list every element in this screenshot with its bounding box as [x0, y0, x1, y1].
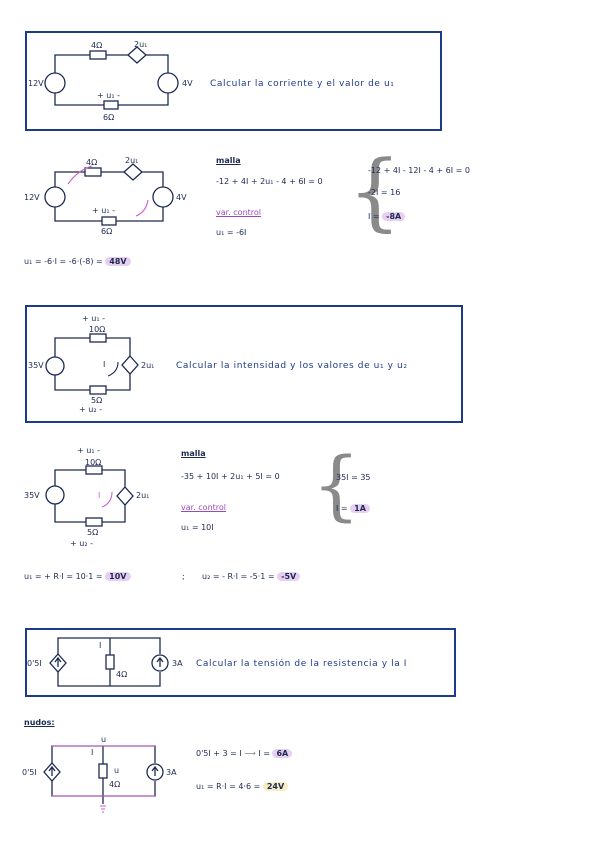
system-eq-2: I = 1A [336, 504, 370, 514]
current-answer: -8A [382, 212, 406, 221]
label-r4: 4Ω [91, 41, 103, 50]
label-dependent-source: 2u₁ [141, 361, 155, 370]
label-dependent-source: 0'5I [22, 768, 37, 777]
current-answer: 6A [272, 749, 293, 758]
malla-title: malla [216, 156, 241, 165]
label-u1: + u₁ - [92, 206, 115, 215]
label-dependent-source: 2u₁ [134, 40, 148, 49]
problem-3-box [25, 628, 456, 697]
label-source-4v: 4V [176, 193, 187, 202]
voltage-equation: u₁ = R·I = 4·6 = 24V [196, 782, 289, 792]
label-r4: 4Ω [116, 670, 128, 679]
malla-equation: -12 + 4I + 2u₁ - 4 + 6I = 0 [216, 177, 323, 186]
system-eq-1: -12 + 4I - 12I - 4 + 6I = 0 [368, 166, 470, 175]
label-node-voltage: u [101, 735, 107, 744]
problem-3-prompt: Calcular la tensión de la resistencia y … [196, 659, 408, 669]
label-r6: 6Ω [103, 113, 115, 122]
label-dependent-source: 2u₁ [136, 491, 150, 500]
label-r6: 6Ω [101, 227, 113, 236]
malla-equation: -35 + 10I + 2u₁ + 5I = 0 [181, 472, 280, 481]
system-eq-1: 35I = 35 [336, 473, 371, 482]
label-r10: 10Ω [89, 325, 106, 334]
label-dependent-source: 0'5I [27, 659, 42, 668]
var-control-title: var. control [216, 208, 262, 217]
malla-title: malla [181, 449, 206, 458]
label-r4: 4Ω [109, 780, 121, 789]
label-source-3a: 3A [172, 659, 183, 668]
label-source-12v: 12V [24, 193, 40, 202]
label-current: I [103, 360, 106, 369]
label-source-35v: 35V [28, 361, 44, 370]
system-eq-2: -2I = 16 [368, 188, 401, 197]
label-source-35v: 35V [24, 491, 40, 500]
label-resistor-voltage: u [114, 766, 120, 775]
label-u2: + u₂ - [70, 539, 93, 548]
problem-1-box [25, 31, 442, 131]
system-eq-3: I = -8A [368, 212, 406, 222]
problem-2-box [25, 305, 463, 423]
u1-result: u₁ = -6·I = -6·(-8) = 48V [24, 257, 131, 267]
label-r5: 5Ω [87, 528, 99, 537]
label-dependent-source: 2u₁ [125, 156, 139, 165]
label-u1: + u₁ - [77, 446, 100, 455]
var-control-title: var. control [181, 503, 227, 512]
result-separator: ; [182, 572, 185, 581]
label-source-3a: 3A [166, 768, 177, 777]
label-r5: 5Ω [91, 396, 103, 405]
nudos-title: nudos: [24, 718, 55, 727]
system-brace: { [348, 142, 402, 240]
label-r4: 4Ω [86, 158, 98, 167]
label-current: I [91, 748, 94, 757]
problem-1-prompt: Calcular la corriente y el valor de u₁ [210, 79, 395, 89]
problem-2-prompt: Calcular la intensidad y los valores de … [176, 361, 408, 371]
system-brace: { [312, 440, 361, 529]
label-source-4v: 4V [182, 79, 193, 88]
voltage-answer: 24V [262, 782, 289, 791]
label-r10: 10Ω [85, 458, 102, 467]
u1-result: u₁ = + R·I = 10·1 = 10V [24, 572, 131, 582]
current-answer: 1A [350, 504, 370, 513]
label-u1: + u₁ - [97, 91, 120, 100]
u1-answer: 10V [105, 572, 131, 581]
node-equation: 0'5I + 3 = I ⟶ I = 6A [196, 749, 293, 759]
u2-answer: -5V [277, 572, 301, 581]
u1-answer: 48V [105, 257, 131, 266]
label-source-12v: 12V [28, 79, 44, 88]
var-control-equation: u₁ = -6I [216, 228, 247, 237]
label-current: I [98, 491, 101, 500]
u2-result: u₂ = - R·I = -5·1 = -5V [202, 572, 301, 582]
var-control-equation: u₁ = 10I [181, 523, 214, 532]
label-u2: + u₂ - [79, 405, 102, 414]
label-current: I [99, 641, 102, 650]
label-u1: + u₁ - [82, 314, 105, 323]
